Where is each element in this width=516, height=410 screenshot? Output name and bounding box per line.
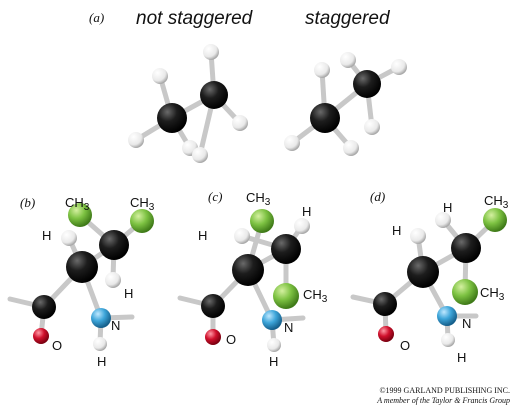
- panel-b: (b) CH3 CH3 H H: [7, 195, 155, 369]
- label-h-bottom: H: [457, 350, 466, 365]
- staggered-ethane-atoms: [284, 52, 407, 156]
- label-h-left: H: [42, 228, 51, 243]
- panel-d-label: (d): [370, 189, 385, 204]
- methyl-sphere-lower: [273, 283, 299, 309]
- panel-c-atoms: [201, 209, 310, 352]
- nitrogen-sphere: [262, 310, 282, 330]
- panel-c: (c) CH3 H H CH3: [177, 189, 328, 369]
- label-ch3-lower: CH3: [480, 285, 505, 303]
- label-ch3-top: CH3: [484, 193, 509, 211]
- label-h-bottom: H: [269, 354, 278, 369]
- panel-a-label: (a): [89, 10, 104, 25]
- label-h-top: H: [302, 204, 311, 219]
- panel-d-atoms: [373, 208, 507, 347]
- panel-d: (d) H CH3 H CH3: [350, 189, 509, 365]
- nitrogen-sphere: [91, 308, 111, 328]
- label-o: O: [226, 332, 236, 347]
- credit-line-2: A member of the Taylor & Francis Group: [377, 396, 510, 405]
- panel-a: (a) not staggered staggered: [89, 8, 407, 163]
- label-n: N: [462, 316, 471, 331]
- credit-line-1: ©1999 GARLAND PUBLISHING INC.: [379, 386, 510, 395]
- methyl-sphere-lower: [452, 279, 478, 305]
- methyl-sphere-top: [250, 209, 274, 233]
- label-o: O: [400, 338, 410, 353]
- nitrogen-sphere: [437, 306, 457, 326]
- oxygen-sphere: [33, 328, 49, 344]
- label-ch3-top: CH3: [246, 190, 271, 208]
- panel-c-label: (c): [208, 189, 222, 204]
- label-h-left: H: [198, 228, 207, 243]
- label-o: O: [52, 338, 62, 353]
- label-h-lower: H: [124, 286, 133, 301]
- methyl-sphere-right: [130, 209, 154, 233]
- heading-staggered: staggered: [305, 8, 391, 29]
- label-ch3-right: CH3: [130, 195, 155, 213]
- label-ch3-left: CH3: [65, 195, 90, 213]
- panel-b-atoms: [32, 203, 154, 351]
- staggered-ethane-model: [289, 57, 402, 151]
- oxygen-sphere: [205, 329, 221, 345]
- eclipsed-ethane-atoms: [128, 44, 248, 163]
- copyright-credit: ©1999 GARLAND PUBLISHING INC. A member o…: [377, 386, 510, 406]
- oxygen-sphere: [378, 326, 394, 342]
- label-h-bottom: H: [97, 354, 106, 369]
- label-h-top: H: [443, 200, 452, 215]
- panel-b-label: (b): [20, 195, 35, 210]
- label-h-left: H: [392, 223, 401, 238]
- label-n: N: [284, 320, 293, 335]
- methyl-sphere-top: [483, 208, 507, 232]
- label-ch3-lower: CH3: [303, 287, 328, 305]
- methyl-sphere-left: [68, 203, 92, 227]
- label-n: N: [111, 318, 120, 333]
- heading-not-staggered: not staggered: [136, 8, 254, 29]
